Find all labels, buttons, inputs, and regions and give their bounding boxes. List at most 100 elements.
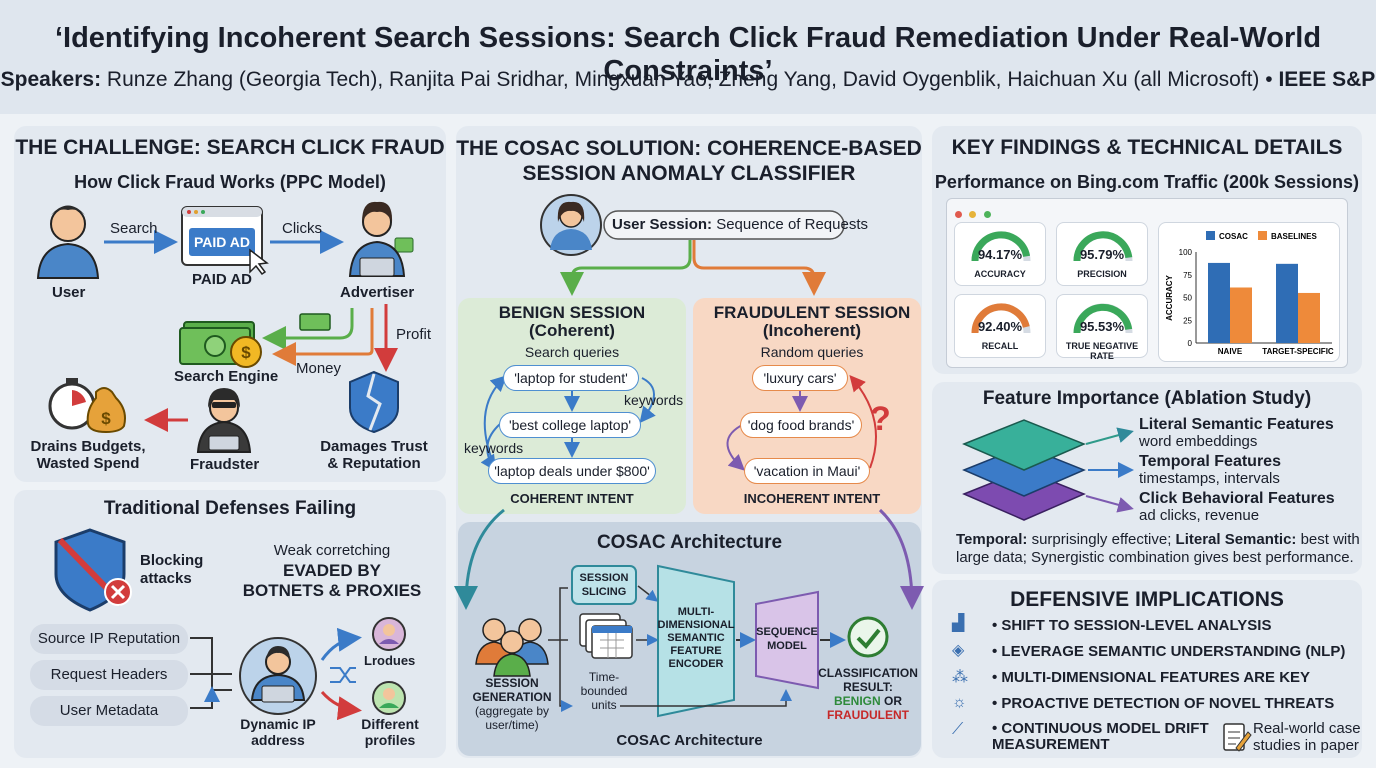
defenses-title: Traditional Defenses Failing [103, 498, 357, 519]
chart-up-icon: ▟ [952, 615, 965, 632]
gauge-accuracy: 94.17% ACCURACY [954, 222, 1046, 286]
importance-note: Temporal: surprisingly effective; Litera… [956, 531, 1360, 567]
session-rest: Sequence of Requests [712, 216, 868, 233]
gauge-value: 95.53% [1079, 319, 1125, 334]
encoder-line1: MULTI- [677, 606, 715, 618]
search-label: Search [110, 220, 158, 237]
implication-5-cont: MEASUREMENT [992, 736, 1110, 753]
benign-desc: Search queries [524, 344, 620, 360]
fraudster-icon [196, 388, 252, 453]
implications-panel: DEFENSIVE IMPLICATIONS [932, 580, 1362, 758]
evaded-line1: EVADED BY [283, 561, 381, 580]
defense-ip-reputation: Source IP Reputation [30, 624, 188, 654]
clicks-label: Clicks [282, 220, 322, 237]
gauge-arc [1073, 231, 1133, 262]
x-tick-label: TARGET-SPECIFIC [1262, 347, 1334, 356]
benign-query-2: 'best college laptop' [499, 412, 641, 438]
res-fraud: FRAUDULENT [827, 708, 909, 722]
different-line2: profiles [364, 732, 416, 748]
y-tick-label: 50 [1183, 294, 1192, 303]
svg-text:$: $ [101, 409, 111, 428]
incoherent-intent-label: INCOHERENT INTENT [743, 491, 881, 506]
speakers-list: Runze Zhang (Georgia Tech), Ranjita Pai … [101, 68, 1273, 91]
res-or: OR [880, 694, 902, 708]
gauge-value: 92.40% [977, 319, 1023, 334]
search-engine-label: Search Engine [174, 368, 279, 385]
user-label: User [52, 284, 86, 301]
gauge-arc [971, 231, 1031, 262]
paid-ad-label: PAID AD [192, 271, 252, 288]
findings-title: KEY FINDINGS & TECHNICAL DETAILS [951, 136, 1343, 159]
encoder-line5: ENCODER [668, 658, 724, 670]
gauge-value: 94.17% [977, 247, 1023, 262]
money-bill-icon [299, 313, 331, 331]
legend-swatch-cosac [1206, 231, 1215, 240]
arch-footer: COSAC Architecture [616, 732, 763, 749]
gauge-label: RECALL [981, 341, 1019, 351]
gauge-label: PRECISION [1077, 269, 1127, 279]
drains-label: Drains Budgets,Wasted Spend [30, 438, 146, 472]
gauge-arc [971, 303, 1031, 334]
res-benign: BENIGN [833, 694, 881, 708]
y-tick-label: 100 [1179, 248, 1193, 257]
solution-title-line1: THE COSAC SOLUTION: COHERENCE-BASED [456, 137, 922, 160]
weak-label: Weak corretching [273, 542, 391, 559]
user-icon [36, 205, 100, 279]
f3-title: Click Behavioral Features [1139, 490, 1335, 507]
profit-label: Profit [396, 326, 432, 343]
coherent-intent-label: COHERENT INTENT [510, 491, 634, 506]
importance-title: Feature Importance (Ablation Study) [982, 388, 1312, 409]
implication-3: • MULTI-DIMENSIONAL FEATURES ARE KEY [992, 669, 1311, 686]
benign-query-3: 'laptop deals under $800' [488, 458, 656, 484]
fraud-subtitle: (Incoherent) [762, 321, 862, 340]
gen-line2: GENERATION [472, 690, 552, 704]
damages-label: Damages Trust& Reputation [316, 438, 432, 472]
note-line1: Temporal: surprisingly effective; Litera… [956, 531, 1360, 549]
paid-ad-browser-icon [181, 206, 269, 276]
legend-label: BASELINES [1271, 232, 1317, 241]
gauge-true-negative-rate: 95.53%TRUE NEGATIVE RATE [1056, 294, 1148, 361]
gauge-fill [971, 303, 1030, 334]
defense-request-headers: Request Headers [30, 660, 188, 690]
drains-line1: Drains Budgets, [30, 438, 146, 455]
encoder-line2: DIMENSIONAL [657, 619, 735, 631]
fraud-query-3: 'vacation in Maui' [744, 458, 870, 484]
poster-title: ‘Identifying Incoherent Search Sessions:… [54, 22, 1322, 87]
svg-text:$: $ [241, 343, 251, 362]
drains-line2: Wasted Spend [36, 455, 140, 472]
keywords-label-1: keywords [624, 392, 684, 408]
y-tick-label: 25 [1183, 316, 1192, 325]
damages-line2: & Reputation [327, 455, 421, 472]
note-text1: surprisingly effective; [1027, 531, 1176, 548]
gauge-label: ACCURACY [974, 269, 1026, 279]
advertiser-icon [348, 201, 414, 277]
gauge-value: 95.79% [1079, 247, 1125, 262]
semantic-layer [962, 419, 1086, 471]
bar-cosac-target-specific [1276, 263, 1298, 343]
f2-title: Temporal Features [1139, 453, 1281, 470]
time-bounded-label: Time- bounded units [574, 670, 634, 712]
dynamic-ip-user-icon [239, 637, 317, 715]
session-user-icon [540, 194, 602, 256]
defense-user-metadata: User Metadata [30, 696, 188, 726]
session-generation-icon [475, 618, 549, 677]
benign-subtitle: (Coherent) [529, 321, 615, 340]
venue: IEEE S&P [1272, 68, 1376, 91]
paper-icon [1223, 723, 1252, 752]
bar-cosac-naive [1208, 262, 1230, 343]
shuffle-icon [330, 667, 356, 683]
legend-swatch-baselines [1258, 231, 1267, 240]
window-dots [955, 205, 991, 223]
gauge-fill [1073, 231, 1133, 262]
different-line1: Different [361, 716, 419, 732]
money-label: Money [296, 360, 342, 377]
